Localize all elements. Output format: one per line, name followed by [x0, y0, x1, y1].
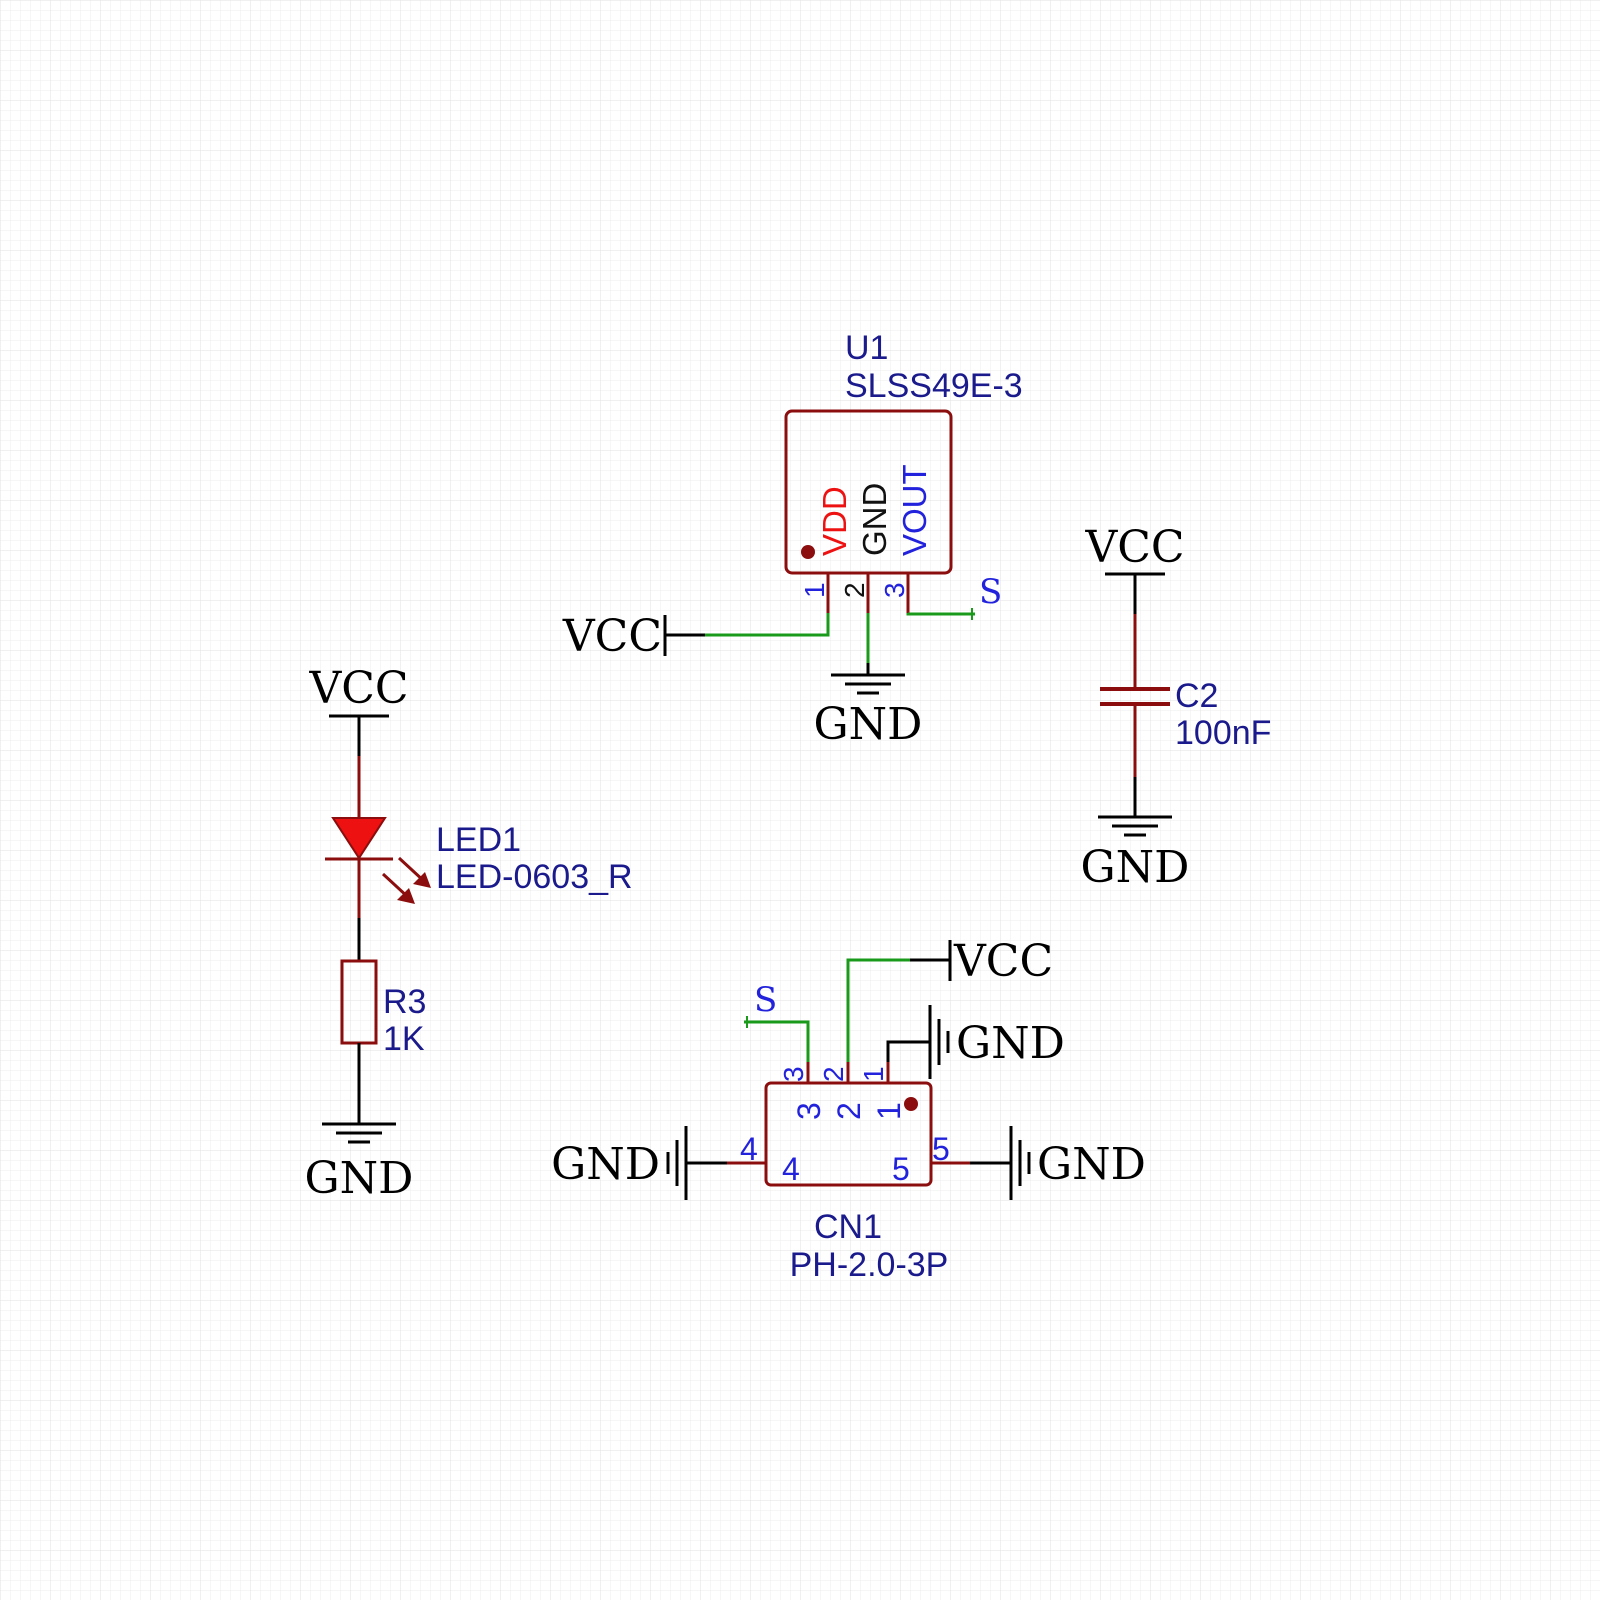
r3-value: 1K	[383, 1020, 425, 1058]
gnd-symbol-u1[interactable]: GND	[814, 663, 923, 750]
gnd-symbol-r3[interactable]: GND	[305, 1043, 414, 1204]
gnd-label-r3: GND	[305, 1153, 414, 1204]
c2-component[interactable]: C2 100nF	[1100, 614, 1271, 777]
cn1-pin2-number-in: 2	[831, 1102, 867, 1120]
cn1-ref: CN1	[814, 1208, 882, 1246]
u1-ref: U1	[845, 329, 888, 367]
cn1-pin3-number-out: 3	[778, 1066, 809, 1082]
led1-arrow1-head	[413, 872, 431, 888]
gnd-label-u1: GND	[814, 699, 923, 750]
cn1-pin5-number-in: 5	[892, 1151, 910, 1187]
vcc-port-cn1[interactable]: VCC	[910, 936, 1053, 987]
cn1-pin5-number-out: 5	[932, 1131, 950, 1167]
u1-pin3-number: 3	[879, 582, 910, 598]
c2-ref: C2	[1175, 677, 1218, 715]
gnd-label-cn1-right: GND	[1037, 1139, 1146, 1190]
cn1-pin3-number-in: 3	[791, 1102, 827, 1120]
cn1-pin1-dot	[904, 1097, 918, 1111]
u1-pin1-name: VDD	[816, 486, 853, 556]
r3-ref: R3	[383, 983, 426, 1021]
wire-u1-vdd[interactable]	[705, 613, 830, 637]
led1-ref: LED1	[436, 821, 521, 859]
led1-value: LED-0603_R	[436, 858, 633, 896]
u1-pin1-dot	[801, 545, 815, 559]
vcc-symbol-c2[interactable]: VCC	[1084, 522, 1185, 614]
cn1-pin4-number-out: 4	[740, 1131, 758, 1167]
vcc-label-cn1: VCC	[953, 936, 1053, 987]
gnd-label-cn1-left: GND	[551, 1139, 660, 1190]
cn1-component[interactable]: 3 2 1 4 5 3 2 1 4 5 CN1 PH-2.0-3P	[727, 1062, 970, 1284]
gnd-label-c2: GND	[1081, 842, 1190, 893]
u1-component[interactable]: U1 SLSS49E-3 VDD GND VOUT 1 2 3	[784, 329, 1023, 613]
gnd-symbol-cn1-left[interactable]: GND	[551, 1126, 727, 1200]
vcc-symbol-led[interactable]: VCC	[308, 663, 409, 756]
cn1-pin4-number-in: 4	[782, 1151, 800, 1187]
led1-triangle	[331, 817, 387, 860]
u1-pin2-number: 2	[839, 582, 870, 598]
vcc-label-led: VCC	[308, 663, 408, 714]
cn1-pin2-number-out: 2	[818, 1066, 849, 1082]
signal-label-cn1-text: S	[754, 980, 777, 1020]
vcc-port-u1[interactable]: VCC	[562, 611, 705, 662]
wire-u1-vout[interactable]	[906, 612, 975, 616]
vcc-label-u1: VCC	[562, 611, 662, 662]
led1-arrow2-head	[397, 888, 415, 904]
led1-component[interactable]: LED1 LED-0603_R	[325, 756, 633, 918]
wire-cn1-vcc[interactable]	[846, 958, 910, 1062]
cn1-value: PH-2.0-3P	[790, 1246, 949, 1284]
cn1-pin1-number-in: 1	[871, 1102, 907, 1120]
signal-label-u1[interactable]: S	[971, 572, 1002, 620]
u1-value: SLSS49E-3	[845, 367, 1023, 405]
gnd-symbol-c2[interactable]: GND	[1081, 777, 1190, 893]
gnd-symbol-cn1-top[interactable]: GND	[888, 1005, 1065, 1079]
u1-pin2-name: GND	[856, 483, 893, 556]
c2-value: 100nF	[1175, 714, 1271, 752]
cn1-pin1-number-out: 1	[858, 1066, 889, 1082]
wire-cn1-signal[interactable]	[744, 1020, 810, 1062]
u1-pin1-number: 1	[799, 582, 830, 598]
gnd-label-cn1-top: GND	[956, 1018, 1065, 1069]
signal-label-u1-text: S	[979, 572, 1002, 612]
vcc-label-c2: VCC	[1084, 522, 1184, 573]
u1-pin3-name: VOUT	[896, 464, 933, 556]
gnd-symbol-cn1-right[interactable]: GND	[970, 1126, 1146, 1200]
signal-label-cn1[interactable]: S	[746, 980, 777, 1028]
